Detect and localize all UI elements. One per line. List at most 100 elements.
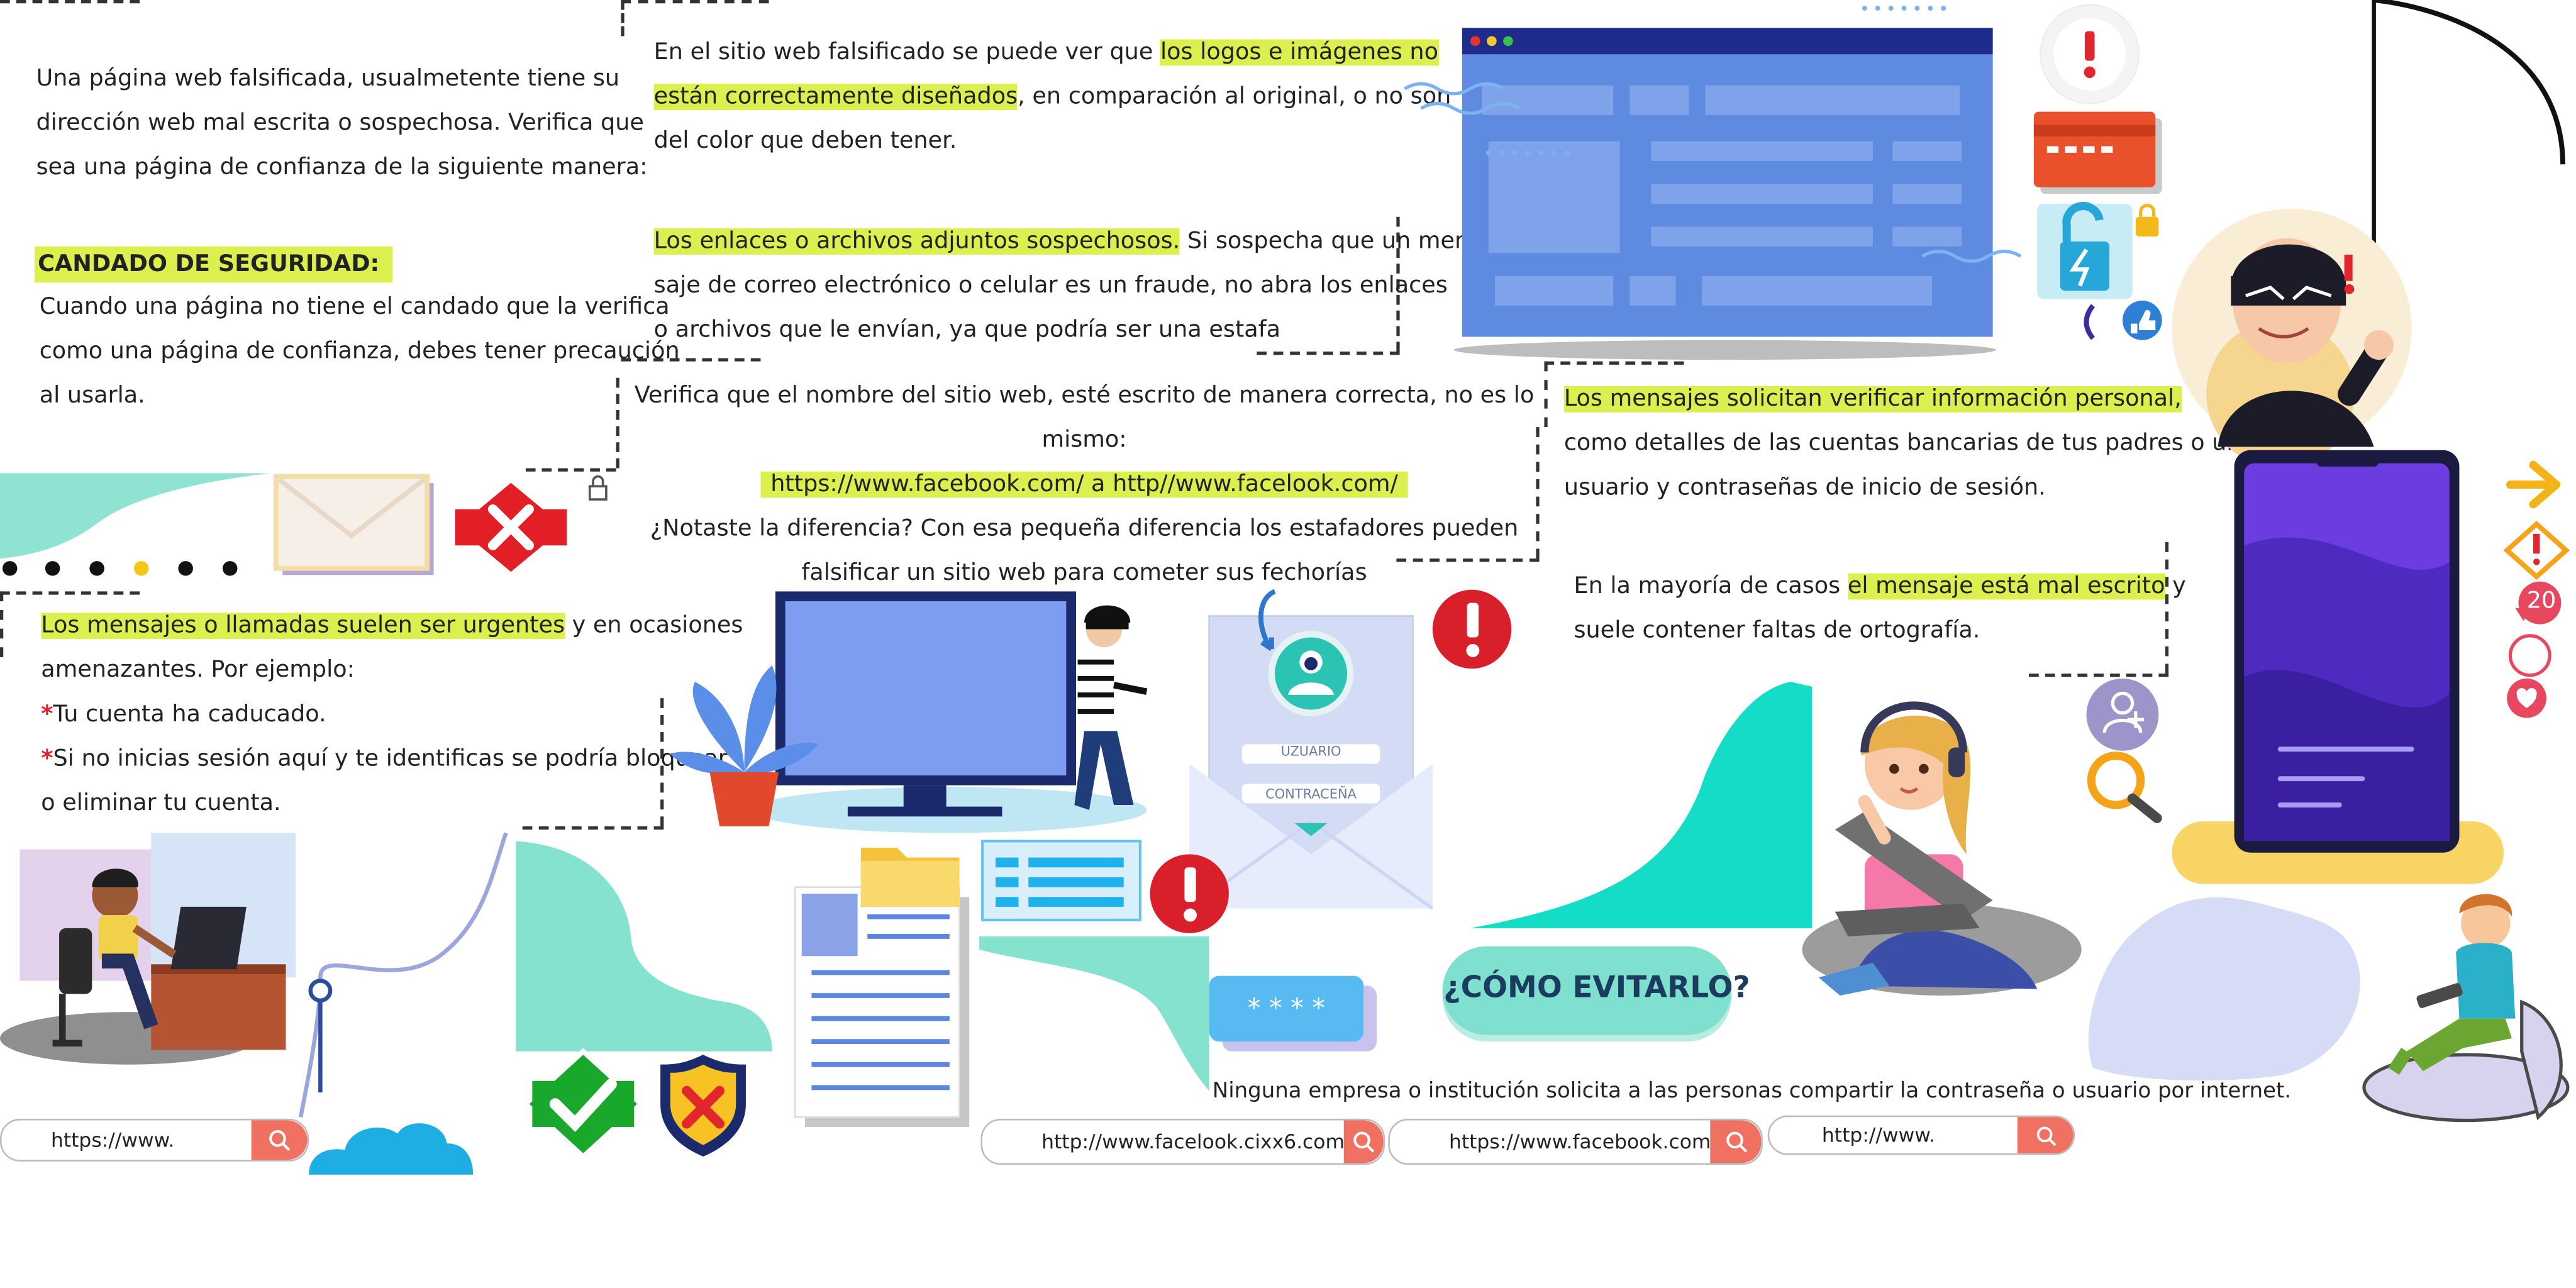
frame-block3-right — [1396, 216, 1400, 352]
footer-note: Ninguna empresa o institución solicita a… — [1212, 1079, 2292, 1104]
highlight-urls: https://www.facebook.com/ a http//www.fa… — [760, 471, 1408, 498]
envelope-user-label: UZUARIO — [1280, 744, 1341, 759]
computer-with-thief-illustration — [670, 591, 1148, 833]
text: saje de correo electrónico o celular es … — [653, 272, 1448, 299]
asterisk: * — [41, 701, 53, 728]
search-icon — [1726, 1131, 1747, 1153]
teal-blob-lower — [979, 936, 1209, 1091]
frame-block5-top — [1544, 361, 1684, 365]
search-button[interactable] — [1711, 1120, 1762, 1163]
frame-left-vert — [616, 377, 619, 469]
block-fake-site-intro: Una página web falsificada, usualmetente… — [36, 57, 647, 191]
envelope-pass-label: CONTRACEÑA — [1265, 787, 1357, 802]
url-text[interactable]: http://www. — [1821, 1123, 1935, 1147]
frame-mid-vert — [621, 0, 625, 36]
cable-connector-line — [298, 832, 508, 1118]
smartphone-illustration — [2172, 450, 2504, 884]
document-folder-illustration — [794, 840, 1229, 1127]
text: o eliminar tu cuenta. — [41, 790, 281, 817]
unlocked-phone-icon — [2037, 202, 2162, 340]
highlight: los logos e imágenes no — [1160, 39, 1438, 66]
alert-circle-icon — [2040, 4, 2140, 104]
frame-block7-bottom — [522, 826, 664, 830]
frame-left-bottom — [525, 468, 616, 472]
text: Tu cuenta ha caducado. — [53, 701, 326, 728]
password-bubble-shape — [1209, 975, 1377, 1052]
highlight: Los mensajes solicitan verificar informa… — [1563, 386, 2182, 413]
boy-at-computer-illustration — [0, 833, 296, 1065]
blue-cloud-shape — [309, 1123, 474, 1175]
text: , en comparación al original, o no son — [1018, 84, 1452, 111]
frame-block7-right — [660, 698, 664, 826]
text: como detalles de las cuentas bancarias d… — [1563, 430, 2241, 457]
how-to-avoid-title: ¿CÓMO EVITARLO? — [1443, 970, 1750, 1006]
frame-block6-right — [2165, 542, 2169, 674]
frame-block4-bottom — [1396, 558, 1540, 562]
text: suele contener faltas de ortografía. — [1574, 618, 1980, 644]
text: Si no inicias sesión aquí y te identific… — [53, 745, 728, 772]
error-x-icon — [449, 476, 572, 579]
body-line: como una página de confianza, debes tene… — [39, 338, 680, 365]
block-badly-written: En la mayoría de casos el mensaje está m… — [1574, 565, 2186, 654]
highlight: Los mensajes o llamadas suelen ser urgen… — [41, 613, 565, 640]
security-lock-heading: CANDADO DE SEGURIDAD: — [34, 246, 393, 283]
asterisk: * — [41, 745, 53, 772]
intro-line: sea una página de confianza de la siguie… — [36, 154, 648, 181]
teal-wave-left — [0, 473, 272, 559]
highlight: el mensaje está mal escrito — [1847, 573, 2165, 600]
block-personal-info: Los mensajes solicitan verificar informa… — [1563, 378, 2241, 511]
text: Si sospecha que un men- — [1180, 228, 1478, 255]
url-search-bar-1[interactable]: https://www. — [0, 1118, 309, 1162]
text: Verifica que el nombre del sitio web, es… — [634, 382, 1535, 453]
block-suspicious-links: Los enlaces o archivos adjuntos sospecho… — [653, 220, 1478, 353]
boy-with-tablet-illustration — [2362, 894, 2570, 1123]
search-icon — [2036, 1126, 2056, 1145]
highlight: Los enlaces o archivos adjuntos sospecho… — [653, 228, 1180, 255]
block-verify-site-name: Verifica que el nombre del sitio web, es… — [625, 375, 1545, 597]
mail-envelope-icon — [273, 474, 434, 575]
block-urgent-messages: Los mensajes o llamadas suelen ser urgen… — [41, 604, 743, 826]
text: falsificar un sitio web para cometer sus… — [801, 560, 1367, 587]
url-text[interactable]: https://www.facebook.com — [1448, 1130, 1711, 1153]
phishing-login-envelope — [1188, 589, 1512, 910]
url-text[interactable]: http://www.facelook.cixx6.com — [1041, 1130, 1345, 1153]
text: En la mayoría de casos — [1574, 573, 1848, 600]
highlight: están correctamente diseñados — [653, 84, 1018, 111]
security-lock-body: Cuando una página no tiene el candado qu… — [40, 286, 680, 419]
checkmark-and-shield-icons — [522, 1048, 746, 1160]
side-notification-icons — [2503, 460, 2570, 718]
frame-top-left-h — [0, 0, 140, 4]
frame-block6-bottom — [2029, 674, 2169, 677]
search-icon — [269, 1130, 291, 1152]
teal-blob-center — [516, 841, 772, 1052]
url-search-bar-3[interactable]: https://www.facebook.com — [1388, 1118, 1763, 1165]
dots-row — [2, 561, 238, 576]
frame-block7-left — [0, 591, 4, 657]
small-lock-icon — [588, 475, 608, 501]
text: usuario y contraseñas de inicio de sesió… — [1563, 474, 2046, 501]
text: ¿Notaste la diferencia? Con esa pequeña … — [650, 516, 1519, 543]
body-line: Cuando una página no tiene el candado qu… — [39, 294, 670, 321]
search-button[interactable] — [1345, 1120, 1384, 1163]
text: y en ocasiones — [565, 613, 743, 640]
url-text[interactable]: https://www. — [50, 1128, 175, 1152]
intro-line: dirección web mal escrita o sospechosa. … — [36, 110, 644, 136]
text: y — [2165, 573, 2186, 600]
search-icon — [1353, 1131, 1375, 1153]
text: del color que deben tener. — [653, 128, 957, 155]
search-button[interactable] — [251, 1120, 308, 1160]
browser-window-illustration — [1404, 6, 2022, 360]
url-search-bar-4[interactable]: http://www. — [1767, 1115, 2075, 1155]
password-mask: * * * * — [1247, 992, 1326, 1024]
text: amenazantes. Por ejemplo: — [41, 657, 355, 684]
search-button[interactable] — [2017, 1117, 2074, 1153]
url-search-bar-2[interactable]: http://www.facelook.cixx6.com — [980, 1118, 1385, 1165]
credit-card-icon — [2033, 111, 2162, 194]
text: En el sitio web falsificado se puede ver… — [653, 39, 1160, 66]
intro-line: Una página web falsificada, usualmetente… — [36, 65, 620, 92]
girl-with-laptop-illustration — [1470, 678, 2162, 996]
notification-count: 20 — [2526, 588, 2557, 614]
frame-block4-right — [1536, 427, 1540, 559]
how-to-avoid-badge — [1442, 946, 1732, 1035]
frame-top-mid — [621, 0, 769, 4]
